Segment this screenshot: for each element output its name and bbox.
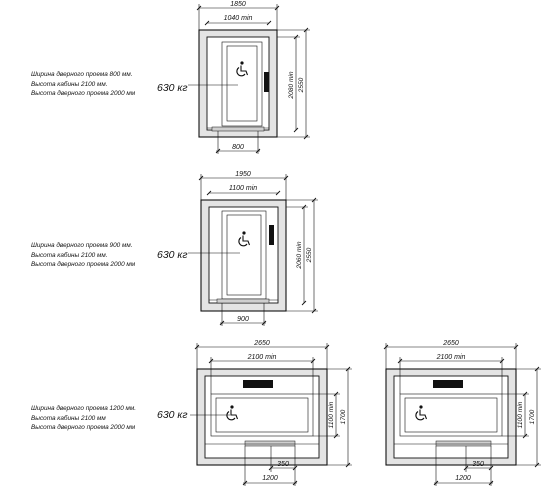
plan1-note-cabin-height: Высота кабины 2100 мм.: [31, 80, 108, 88]
plan4-dim-cabin-depth: 1100 min: [517, 401, 524, 428]
plan3-dim-cabin-depth: 1100 min: [328, 401, 335, 428]
plan1-dim-cabin-width: 1040 min: [224, 15, 253, 22]
plan2-dim-overall-width: 1950: [235, 171, 251, 178]
plan1-dim-shaft-depth: 2550: [298, 77, 305, 93]
plan3-note-door-height: Высота дверного проема 2000 мм: [31, 424, 136, 432]
plan3: 2650 2100 min 1100 min 1700 350 1200: [190, 340, 352, 486]
plan2-load-label: 630 кг: [157, 249, 188, 261]
plan3-dim-side-offset: 350: [277, 461, 289, 468]
plan2-note-door-height: Высота дверного проема 2000 мм: [31, 261, 136, 269]
plan1-dim-cabin-depth: 2080 min: [288, 71, 295, 99]
plan1-shaft-interior: [206, 36, 270, 131]
plan1: 1850 1040 min 2080 min 2550 800: [188, 1, 310, 154]
plan3-control-panel-icon: [243, 380, 273, 388]
plan4-dim-side-offset: 350: [472, 461, 484, 468]
plan3-dim-shaft-depth: 1700: [340, 409, 347, 424]
plan3-note-cabin-height: Высота кабины 2100 мм: [31, 414, 106, 422]
plan4-dim-door-width: 1200: [455, 475, 471, 482]
plan2-shaft-interior: [208, 206, 279, 304]
plan1-note-door-height: Высота дверного проема 2000 мм: [31, 90, 136, 98]
plan1-dim-door-width: 800: [232, 144, 244, 151]
plan4-dim-shaft-depth: 1700: [529, 409, 536, 424]
plan2: 1950 1100 min 2060 min 2550 900: [188, 171, 318, 326]
plan4-dim-cabin-width: 2100 min: [436, 354, 466, 361]
plan4: 2650 2100 min 1100 min 1700 350 1200: [383, 340, 541, 486]
plan3-dim-overall-width: 2650: [253, 340, 270, 347]
plan3-dim-door-width: 1200: [262, 475, 278, 482]
plan3-door-sill: [244, 440, 296, 447]
plan2-control-panel-icon: [269, 225, 274, 245]
plan4-control-panel-icon: [433, 380, 463, 388]
plan3-dim-cabin-width: 2100 min: [247, 354, 277, 361]
plan3-notes: Ширина дверного проема 1200 мм. Высота к…: [31, 404, 136, 433]
plan1-door-sill: [211, 126, 265, 132]
plan4-dim-overall-width: 2650: [442, 340, 459, 347]
plan2-notes: Ширина дверного проема 900 мм. Высота ка…: [31, 241, 135, 270]
plan3-load-label: 630 кг: [157, 409, 188, 421]
plan4-door-sill: [435, 440, 492, 447]
plan2-dim-shaft-depth: 2550: [306, 247, 313, 263]
plan1-notes: Ширина дверного проема 800 мм. Высота ка…: [31, 70, 135, 99]
plan1-control-panel-icon: [264, 72, 269, 92]
plan1-load-label: 630 кг: [157, 82, 188, 94]
plan3-note-door-width: Ширина дверного проема 1200 мм.: [31, 405, 137, 412]
plan2-dim-cabin-depth: 2060 min: [296, 241, 303, 269]
plan1-note-door-width: Ширина дверного проема 800 мм.: [31, 71, 133, 78]
plan1-cabin: [221, 41, 263, 127]
plan4-cabin: [399, 393, 503, 437]
plan2-door-sill: [216, 298, 270, 304]
plan2-note-door-width: Ширина дверного проема 900 мм.: [31, 242, 133, 249]
plan1-dim-overall-width: 1850: [230, 1, 246, 8]
plan2-note-cabin-height: Высота кабины 2100 мм.: [31, 251, 108, 259]
plan2-dim-door-width: 900: [237, 316, 249, 323]
plan2-dim-cabin-width: 1100 min: [229, 185, 257, 192]
